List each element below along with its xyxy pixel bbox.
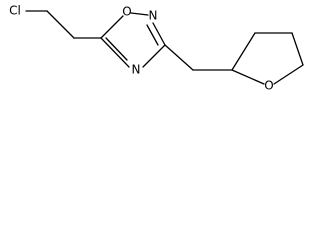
atom-label-ring-o: O [122,5,131,19]
bond-c1-c2 [46,10,75,39]
bond-thf-o-c2 [231,69,265,85]
bond-c3-ch2 [164,44,194,71]
structure-drawing: Cl O N N O [9,4,304,93]
atom-label-ring-n-top: N [149,9,158,23]
bond-c5-o1 [100,15,124,39]
atom-label-cl: Cl [9,4,21,18]
bond-o1-n2 [130,12,149,16]
bond-thf-c4-c5 [291,32,304,66]
atom-label-thf-o: O [264,79,273,93]
bond-thf-c5-o [273,64,304,85]
bond-n2-c3-double [146,24,159,46]
bond-n4-c5-double [105,37,128,61]
molecule-canvas: Cl O N N O [0,0,312,98]
bond-thf-c2-c3 [231,32,256,71]
atom-label-ring-n-bottom: N [132,63,141,77]
bond-n2-c3 [152,22,166,46]
bond-n4-c5 [100,37,130,68]
bond-c3-n4 [142,44,166,68]
